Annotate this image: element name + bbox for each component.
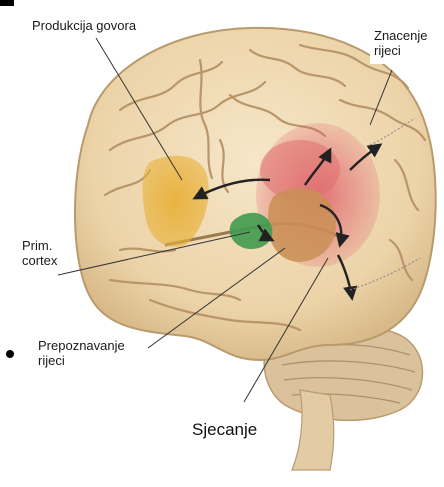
label-meaning-of-words: Znacenje rijeci — [374, 28, 427, 58]
label-word-recognition: Prepoznavanje rijeci — [38, 338, 125, 368]
label-memory: Sjecanje — [192, 420, 257, 439]
corner-mark — [0, 0, 14, 6]
label-primary-cortex: Prim. cortex — [22, 238, 57, 268]
label-speech-production: Produkcija govora — [32, 18, 136, 33]
left-margin — [0, 0, 22, 482]
bullet-dot — [6, 350, 14, 358]
cerebrum — [75, 28, 436, 360]
